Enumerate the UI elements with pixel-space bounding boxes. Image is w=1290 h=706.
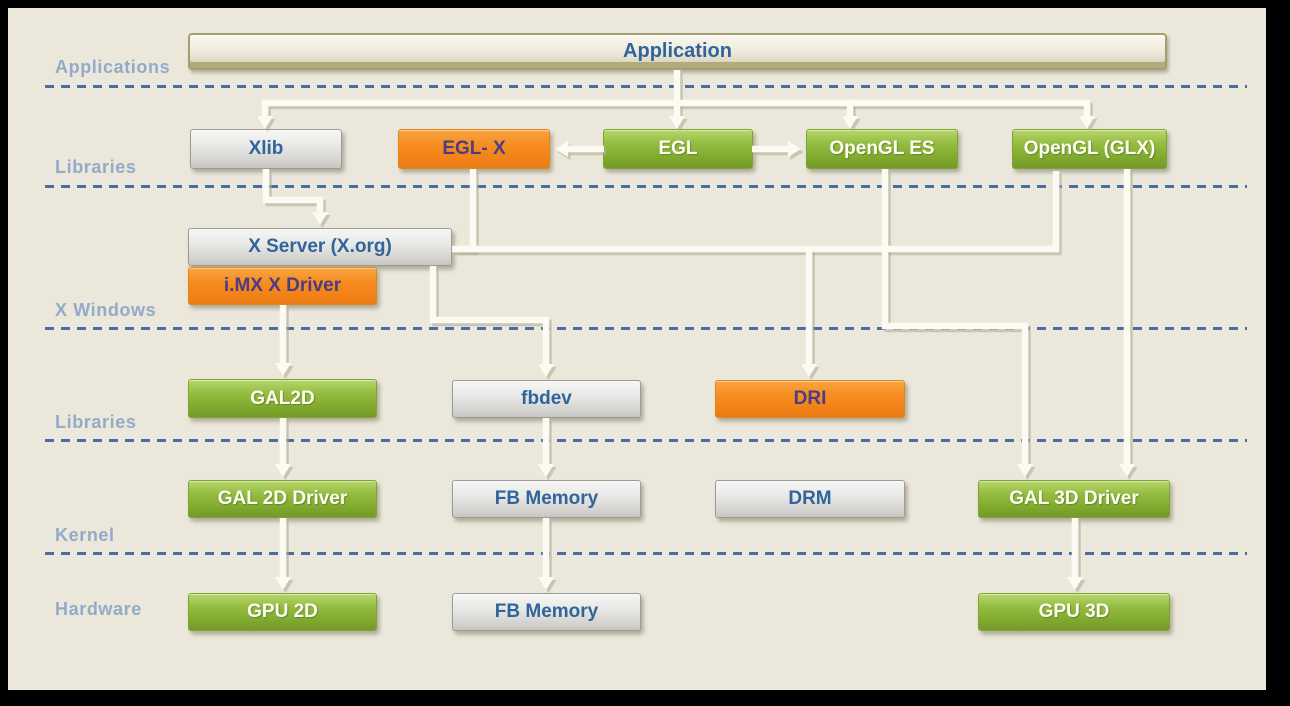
- node-opengles: OpenGL ES: [806, 129, 958, 169]
- node-openglglx: OpenGL (GLX): [1012, 129, 1167, 169]
- node-gpu3d: GPU 3D: [978, 593, 1170, 631]
- node-imxdriver: i.MX X Driver: [188, 267, 377, 305]
- node-xlib: Xlib: [190, 129, 342, 169]
- node-fbmemory1: FB Memory: [452, 480, 641, 518]
- layer-label-applications: Applications: [55, 57, 171, 77]
- node-gal2ddriver: GAL 2D Driver: [188, 480, 377, 518]
- layer-label-kernel: Kernel: [55, 525, 115, 545]
- layer-label-libraries-bottom: Libraries: [55, 412, 137, 432]
- node-gpu2d: GPU 2D: [188, 593, 377, 631]
- diagram-background: [8, 8, 1266, 690]
- node-dri: DRI: [715, 380, 905, 418]
- node-xserver: X Server (X.org): [188, 228, 452, 266]
- layer-label-hardware: Hardware: [55, 599, 142, 619]
- layer-label-x-windows: X Windows: [55, 300, 157, 320]
- layer-divider: [45, 552, 1247, 555]
- layer-label-libraries-top: Libraries: [55, 157, 137, 177]
- node-drm: DRM: [715, 480, 905, 518]
- layer-divider: [45, 327, 1247, 330]
- layer-divider: [45, 85, 1247, 88]
- node-fbmemory2: FB Memory: [452, 593, 641, 631]
- node-fbdev: fbdev: [452, 380, 641, 418]
- node-gal2d: GAL2D: [188, 379, 377, 418]
- node-gal3ddriver: GAL 3D Driver: [978, 480, 1170, 518]
- node-egl: EGL: [603, 129, 753, 169]
- node-application: Application: [188, 33, 1167, 70]
- node-eglx: EGL- X: [398, 129, 550, 169]
- layer-divider: [45, 185, 1247, 188]
- layer-divider: [45, 439, 1247, 442]
